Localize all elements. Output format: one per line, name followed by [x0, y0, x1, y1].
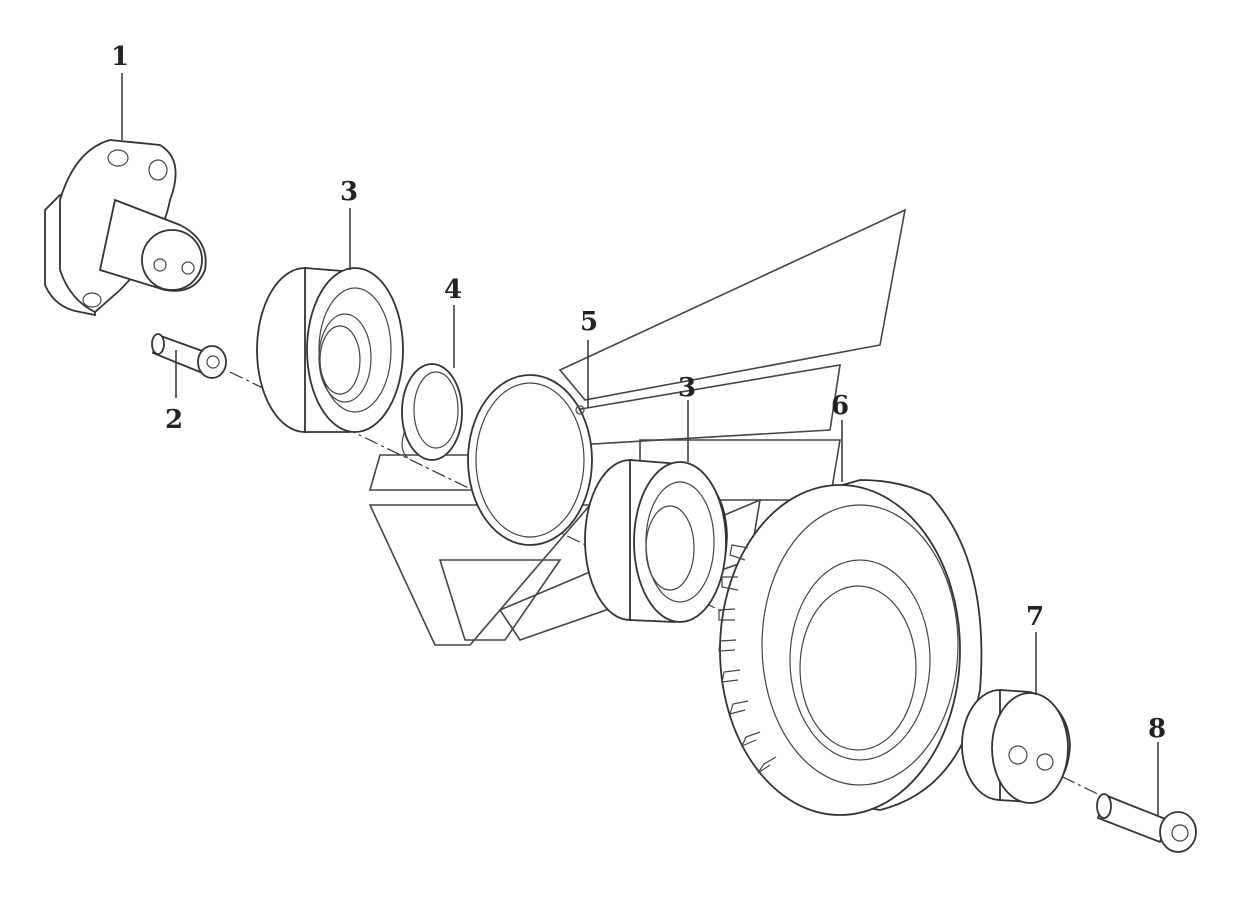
- leader-lines: [121, 73, 1159, 815]
- part-5-snap-ring: [467, 374, 593, 546]
- callout-4: 4: [444, 275, 462, 305]
- part-2-bolt: [151, 333, 227, 379]
- part-1-idler-hub: [44, 139, 207, 317]
- part-6-idler-gear: [718, 479, 983, 816]
- part-3-bearing-b: [584, 459, 728, 623]
- callout-1: 1: [111, 42, 129, 72]
- part-4-spacer: [401, 363, 463, 461]
- callout-2: 2: [165, 405, 183, 435]
- callout-3-a: 3: [340, 177, 358, 207]
- callout-3-b: 3: [678, 373, 696, 403]
- callouts: 1 2 3 4 5 3 6 7 8: [111, 42, 1166, 744]
- part-8-bolt: [1096, 793, 1197, 853]
- callout-6: 6: [831, 391, 849, 421]
- callout-8: 8: [1148, 714, 1166, 744]
- assembly-axis: [229, 371, 1111, 801]
- part-7-washer: [961, 689, 1071, 804]
- callout-5: 5: [580, 307, 598, 337]
- callout-7: 7: [1026, 602, 1044, 632]
- part-3-bearing-a: [256, 267, 404, 433]
